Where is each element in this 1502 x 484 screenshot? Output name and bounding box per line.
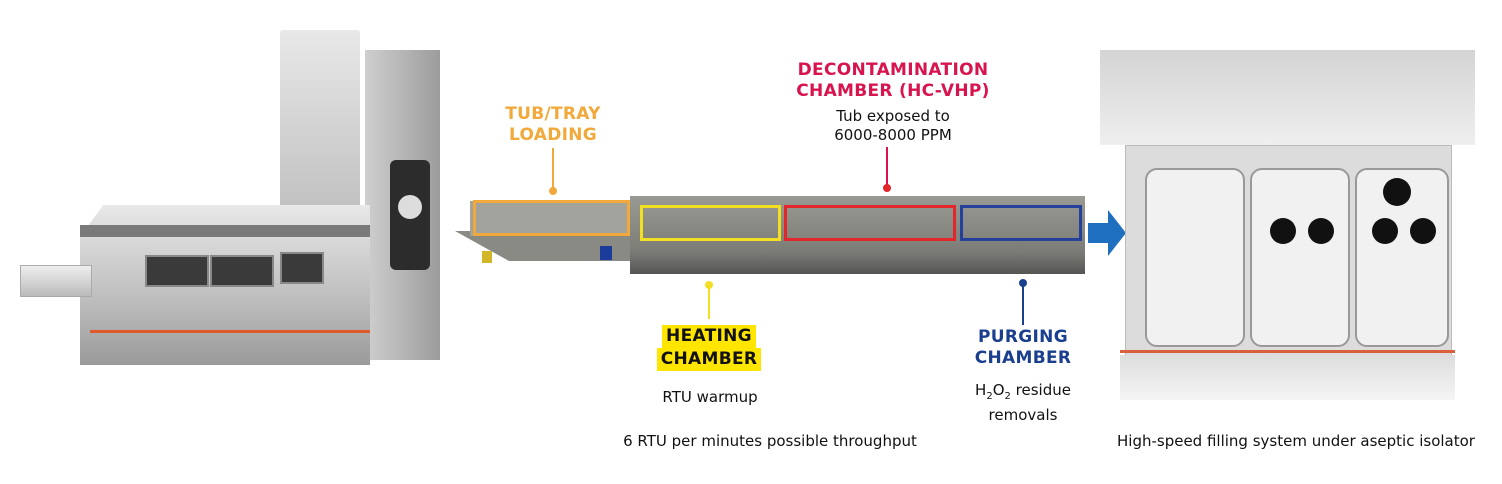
isolator-machine-image: [1100, 50, 1475, 415]
decontamination-label: DECONTAMINATION CHAMBER (HC-VHP): [773, 60, 1013, 102]
loading-title-line1: TUB/TRAY: [505, 104, 601, 124]
purging-description: H2O2 residue removals: [943, 381, 1103, 425]
purging-desc-line2: removals: [988, 406, 1058, 424]
conveyor-schematic: [455, 196, 1085, 276]
purging-desc-line1: H2O2 residue: [943, 381, 1103, 406]
isolator-caption: High-speed filling system under aseptic …: [1117, 432, 1475, 450]
heating-title-line2: CHAMBER: [656, 348, 762, 371]
loading-label: TUB/TRAY LOADING: [478, 104, 628, 146]
heating-leader-line: [708, 285, 710, 319]
o-subscript: 2: [1004, 391, 1011, 402]
purging-title-line2: CHAMBER: [974, 348, 1072, 368]
heating-zone-box: [640, 205, 781, 241]
loading-leader-line: [552, 148, 554, 190]
decontamination-leader-dot: [883, 184, 891, 192]
heating-title-line1: HEATING: [662, 325, 756, 348]
decontamination-leader-line: [886, 147, 888, 189]
heating-description: RTU warmup: [662, 388, 758, 406]
h-symbol: H: [975, 381, 987, 399]
h-subscript: 2: [986, 391, 993, 402]
decontamination-zone-box: [784, 205, 956, 241]
decontamination-desc-line1: Tub exposed to: [836, 107, 950, 125]
decontamination-title-line2: CHAMBER (HC-VHP): [796, 81, 990, 101]
throughput-caption: 6 RTU per minutes possible throughput: [623, 432, 917, 450]
purging-leader-line: [1022, 283, 1024, 325]
decontamination-title-line1: DECONTAMINATION: [797, 60, 989, 80]
residue-text: residue: [1010, 381, 1071, 399]
heating-label: HEATING CHAMBER: [655, 325, 763, 371]
loading-title-line2: LOADING: [508, 125, 598, 145]
purging-label: PURGING CHAMBER: [953, 327, 1093, 369]
decontamination-desc-line2: 6000-8000 PPM: [834, 126, 952, 144]
purging-title-line1: PURGING: [978, 327, 1068, 347]
loading-zone-box: [473, 200, 630, 236]
o-symbol: O: [992, 381, 1005, 399]
decontamination-description: Tub exposed to 6000-8000 PPM: [793, 107, 993, 145]
loading-leader-dot: [549, 187, 557, 195]
tunnel-machine-image: [20, 30, 440, 420]
purging-zone-box: [960, 205, 1082, 241]
flow-arrow-icon: [1088, 210, 1126, 256]
